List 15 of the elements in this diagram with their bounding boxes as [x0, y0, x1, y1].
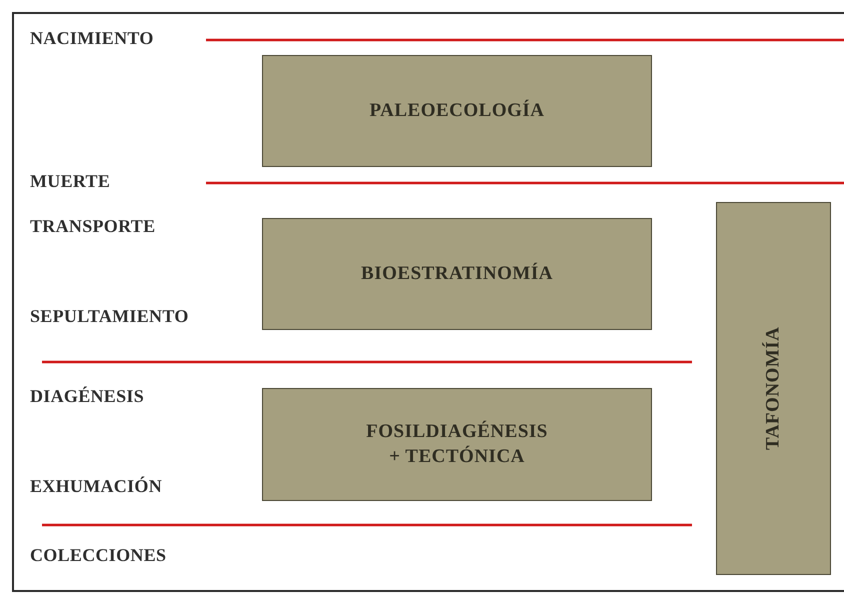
box-title: PALEOECOLOGÍA	[369, 98, 545, 123]
stage-label: EXHUMACIÓN	[30, 476, 162, 497]
stage-box	[262, 388, 652, 501]
stage-box	[262, 55, 652, 167]
stage-label: MUERTE	[30, 171, 110, 192]
stage-label: SEPULTAMIENTO	[30, 306, 189, 327]
stage-label: COLECCIONES	[30, 545, 166, 566]
box-title: FOSILDIAGÉNESIS + TECTÓNICA	[366, 420, 548, 468]
box-title: BIOESTRATINOMÍA	[361, 262, 553, 286]
stage-label: NACIMIENTO	[30, 28, 154, 49]
stage-box	[262, 218, 652, 330]
stage-label: TRANSPORTE	[30, 216, 156, 237]
box-title: TAFONOMÍA	[761, 326, 784, 450]
stage-box	[716, 202, 831, 575]
stage-label: DIAGÉNESIS	[30, 386, 144, 407]
